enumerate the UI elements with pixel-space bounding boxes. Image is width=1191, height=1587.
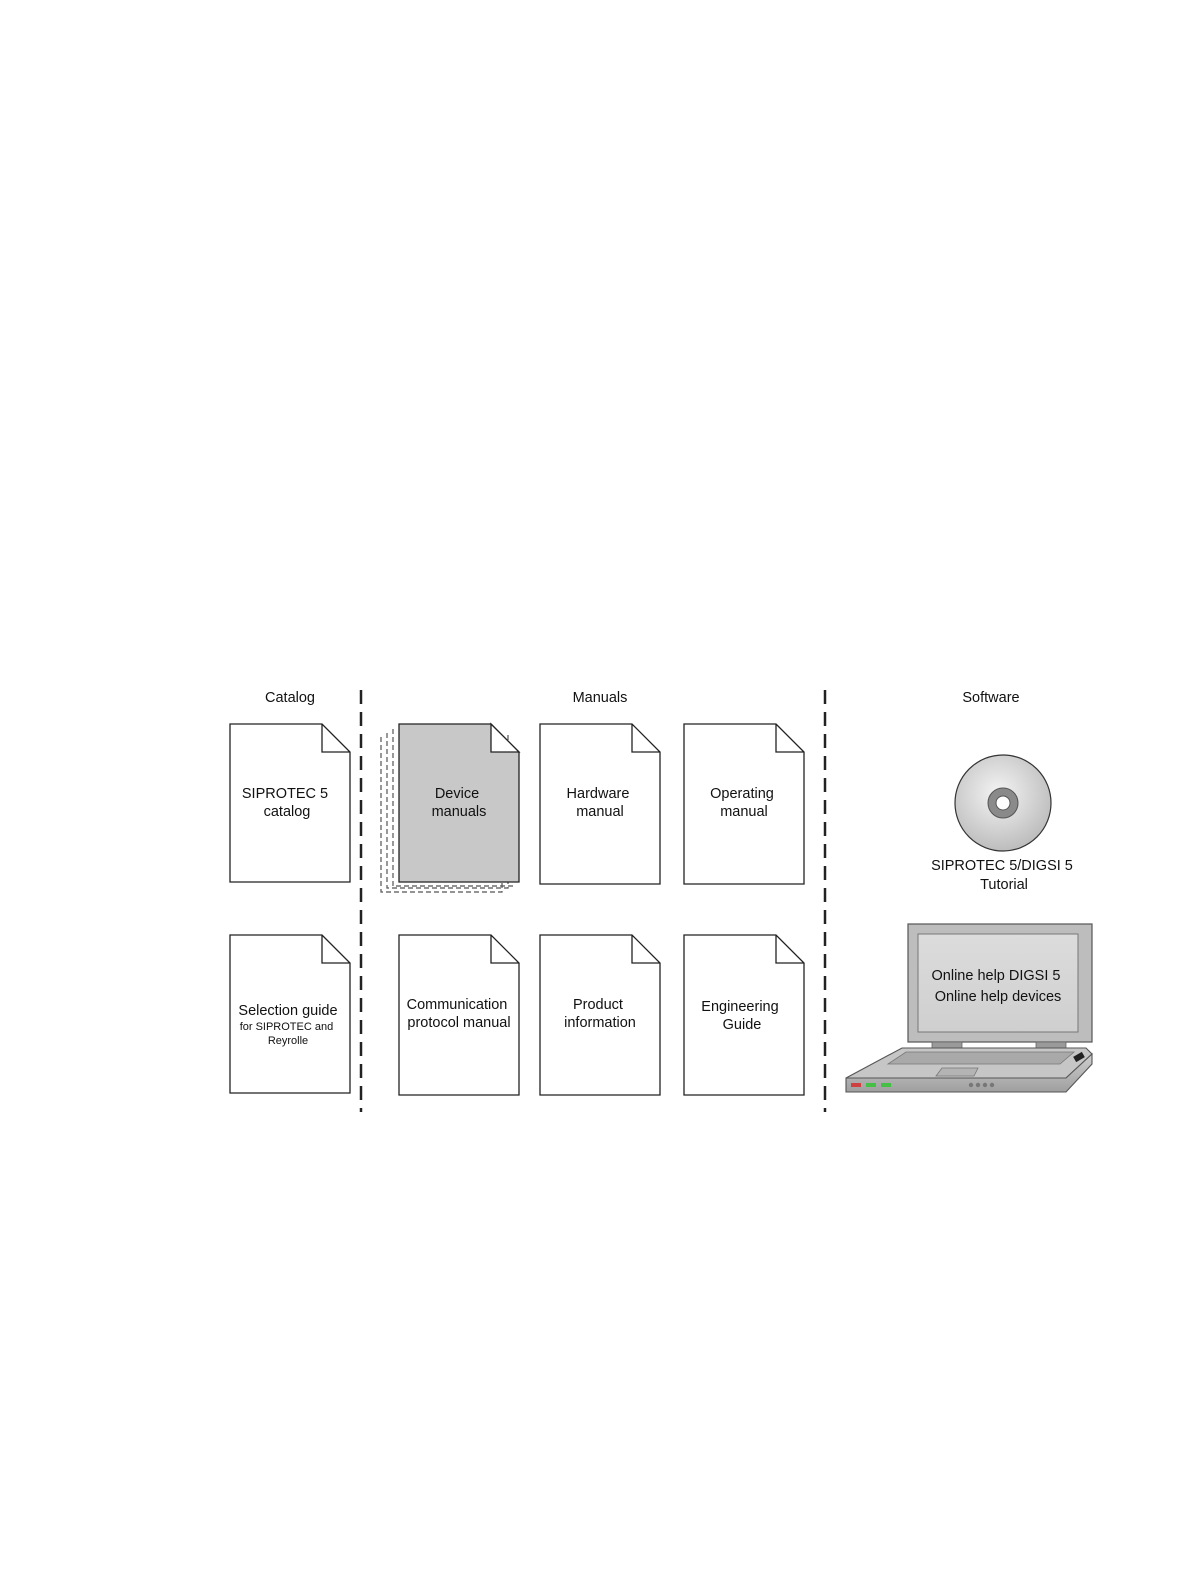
- laptop-led-red: [851, 1083, 861, 1087]
- laptop-led-green-2: [881, 1083, 891, 1087]
- cd-icon: [955, 755, 1051, 851]
- laptop-screen-label-line-2: Online help devices: [935, 989, 1062, 1005]
- communication-protocol-manual-label-line-2: protocol manual: [407, 1015, 510, 1031]
- laptop-hinge-left: [932, 1042, 962, 1048]
- selection-guide-label: Selection guide: [238, 1003, 337, 1019]
- document-engineering-guide-icon: [684, 935, 804, 1095]
- operating-manual-label-line-2: manual: [720, 804, 768, 820]
- section-heading-manuals: Manuals: [573, 690, 628, 706]
- laptop-icon: [846, 924, 1092, 1092]
- hardware-manual-label-line-2: manual: [576, 804, 624, 820]
- product-information-label-line-2: information: [564, 1015, 636, 1031]
- document-siprotec-catalog-icon: [230, 724, 350, 882]
- laptop-screen-label-line-1: Online help DIGSI 5: [932, 968, 1061, 984]
- hardware-manual-label-line-1: Hardware: [567, 786, 630, 802]
- laptop-button-2: [976, 1083, 980, 1087]
- document-device-manuals-fold: [491, 724, 519, 752]
- laptop-button-3: [983, 1083, 987, 1087]
- communication-protocol-manual-label-line-1: Communication: [407, 997, 508, 1013]
- selection-guide-sublabel-line-2: Reyrolle: [268, 1035, 308, 1047]
- selection-guide-sublabel-line-1: for SIPROTEC and: [240, 1021, 334, 1033]
- cd-hole: [996, 796, 1010, 810]
- siprotec-catalog-label-line-1: SIPROTEC 5: [242, 786, 328, 802]
- siprotec-catalog-label-line-2: catalog: [264, 804, 311, 820]
- device-manuals-label-line-2: manuals: [432, 804, 487, 820]
- product-information-label-line-1: Product: [573, 997, 623, 1013]
- laptop-button-4: [990, 1083, 994, 1087]
- laptop-hinge-right: [1036, 1042, 1066, 1048]
- cd-label-line-2: Tutorial: [980, 877, 1028, 893]
- laptop-button-1: [969, 1083, 973, 1087]
- operating-manual-label-line-1: Operating: [710, 786, 774, 802]
- laptop-led-green-1: [866, 1083, 876, 1087]
- laptop-touchpad: [936, 1068, 978, 1076]
- engineering-guide-label-line-1: Engineering: [701, 999, 778, 1015]
- engineering-guide-label-line-2: Guide: [723, 1017, 762, 1033]
- section-heading-software: Software: [962, 690, 1019, 706]
- section-heading-catalog: Catalog: [265, 690, 315, 706]
- cd-label: SIPROTEC 5/DIGSI 5 Tutorial: [931, 858, 1077, 893]
- cd-label-line-1: SIPROTEC 5/DIGSI 5: [931, 858, 1073, 874]
- device-manuals-label-line-1: Device: [435, 786, 479, 802]
- laptop-keyboard: [888, 1052, 1074, 1064]
